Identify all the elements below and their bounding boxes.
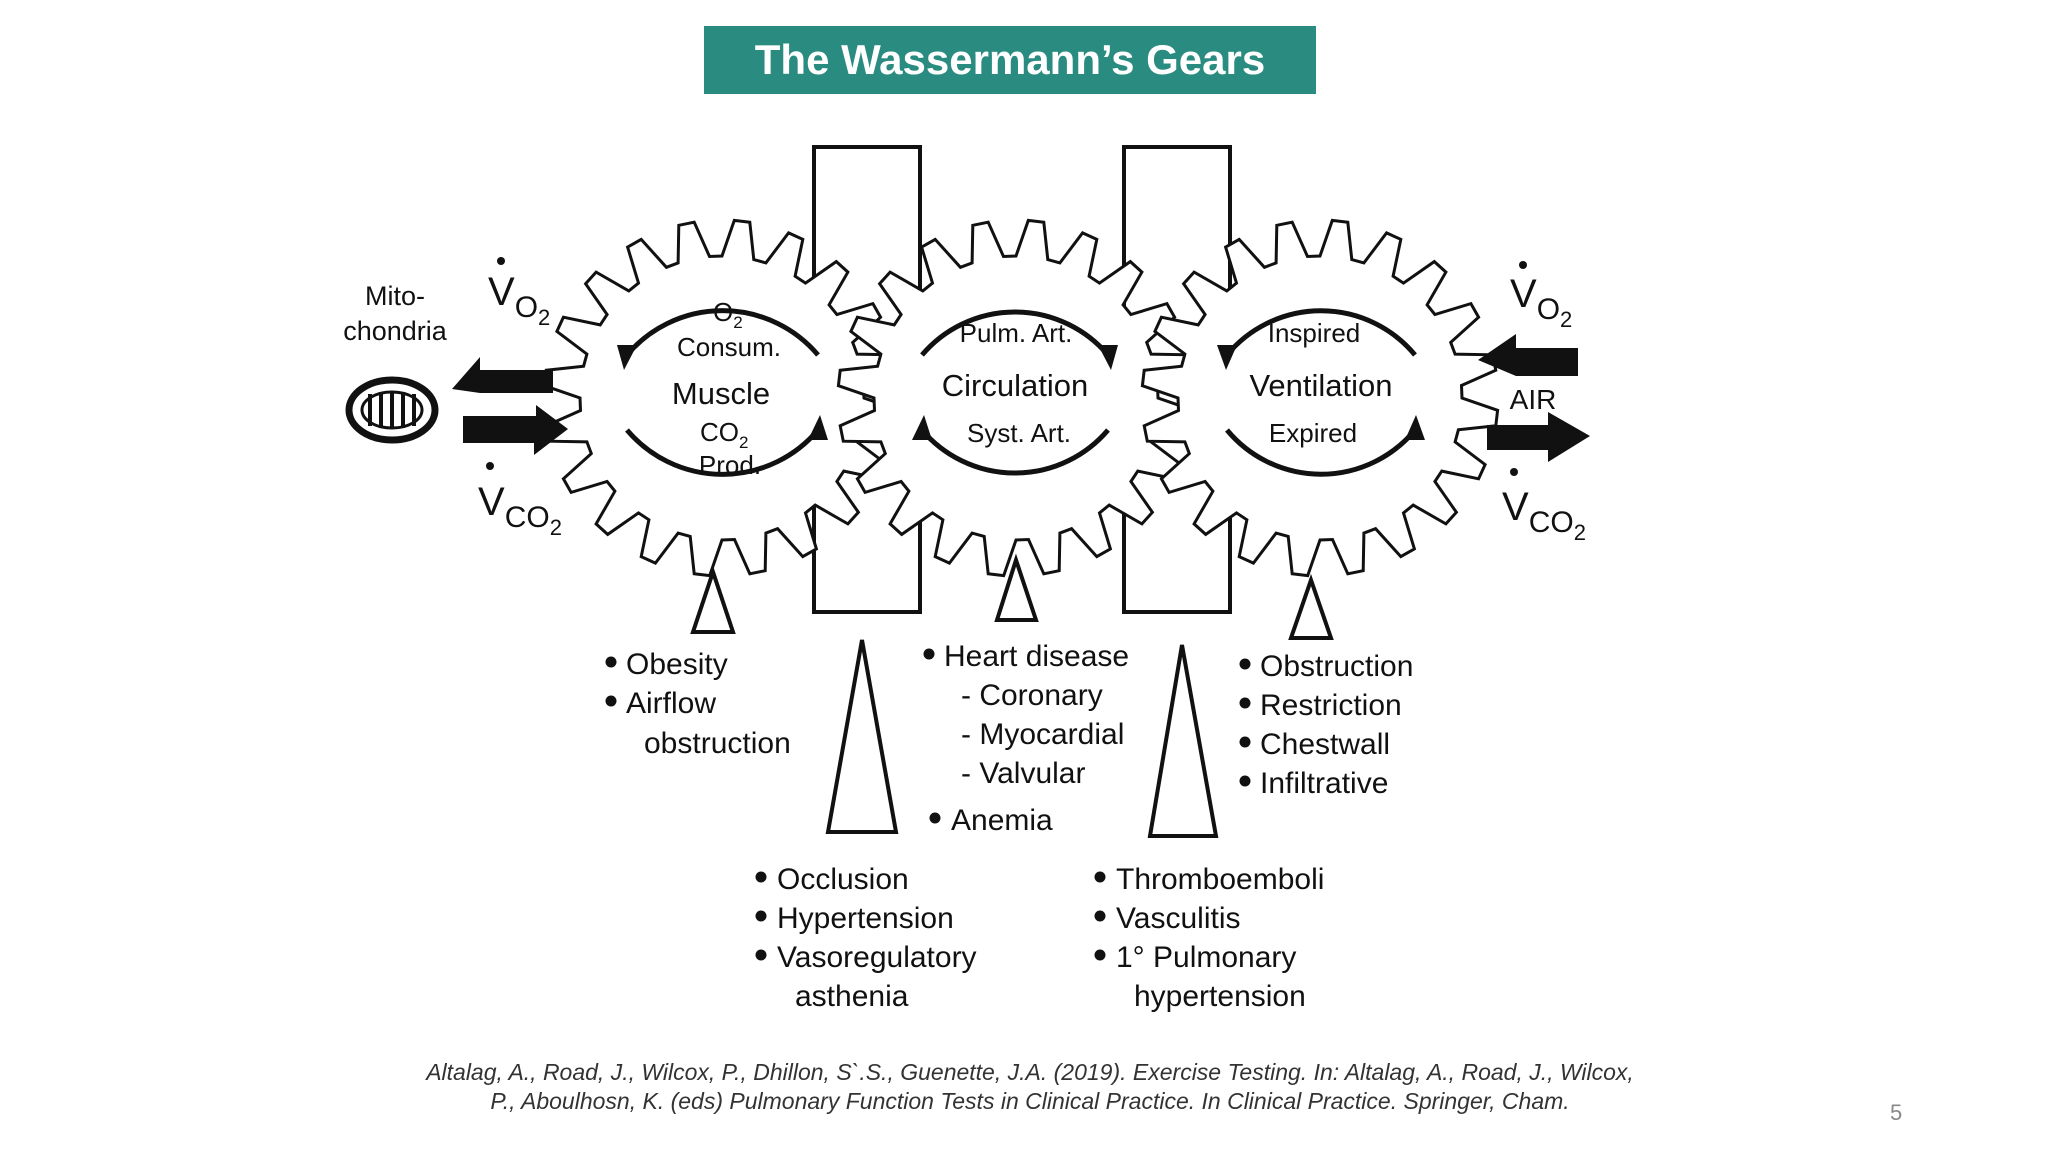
ventilation-inspired: Inspired <box>1268 318 1361 348</box>
right-arrow-inward <box>1478 334 1578 376</box>
muscle-co2: CO2 <box>700 417 748 452</box>
muscle-arrowhead-right <box>808 415 828 440</box>
list-item: - Valvular <box>961 757 1085 790</box>
gear-outline <box>836 218 1196 578</box>
list-item: Airflow <box>626 687 716 720</box>
left-arrow-inward <box>452 357 553 393</box>
muscle-top-arc <box>625 308 820 357</box>
circulation-syst: Syst. Art. <box>967 418 1071 448</box>
muscle-arrowhead-left <box>617 345 637 370</box>
heart-disease-list: Heart disease - Coronary - Myocardial - … <box>923 640 1129 837</box>
left-vo2: VO2 <box>488 270 550 330</box>
circulation-arrowhead-left <box>912 415 932 440</box>
list-item: - Coronary <box>961 679 1103 712</box>
gear-outline <box>542 218 902 578</box>
mito-label-1: Mito- <box>365 281 425 311</box>
tall-triangle-systemic <box>825 639 899 834</box>
systemic-vascular-list: Occlusion Hypertension Vasoregulatory as… <box>755 863 977 1013</box>
list-item: - Myocardial <box>961 718 1124 751</box>
muscle-gear <box>542 218 902 578</box>
circulation-name: Circulation <box>942 368 1088 403</box>
circulation-gear <box>836 218 1196 578</box>
list-item: Anemia <box>951 804 1053 837</box>
triangle-ventilation <box>1288 573 1334 640</box>
muscle-prod: Prod. <box>699 450 761 480</box>
title-banner: The Wassermann’s Gears <box>704 26 1316 94</box>
left-vo2-dot <box>497 257 505 265</box>
circulation-top-arc <box>920 309 1110 357</box>
triangle-muscle <box>690 565 736 634</box>
muscle-name: Muscle <box>672 376 770 411</box>
right-vo2: VO2 <box>1510 272 1572 332</box>
right-arrow-outward <box>1487 412 1590 462</box>
list-item: Infiltrative <box>1260 767 1388 800</box>
list-item: Occlusion <box>777 863 909 896</box>
right-vco2: VCO2 <box>1502 485 1586 545</box>
list-item: Hypertension <box>777 902 954 935</box>
list-item: Heart disease <box>944 640 1129 673</box>
ventilation-arrowhead-left <box>1217 345 1237 370</box>
ventilation-top-arc <box>1225 308 1417 357</box>
right-vco2-dot <box>1510 468 1518 476</box>
lung-disease-list: Obstruction Restriction Chestwall Infilt… <box>1239 650 1413 800</box>
mitochondria-icon <box>345 376 439 444</box>
pulmonary-vascular-list: Thromboemboli Vasculitis 1° Pulmonary hy… <box>1094 863 1324 1013</box>
ventilation-gear <box>1140 218 1500 578</box>
circulation-arrowhead-right <box>1098 345 1118 370</box>
left-arrow-outward <box>463 405 568 455</box>
ventilation-arrowhead-right <box>1405 415 1425 440</box>
ventilation-expired: Expired <box>1269 418 1357 448</box>
list-item: Vasoregulatory <box>777 941 977 974</box>
list-item: 1° Pulmonary <box>1116 941 1296 974</box>
list-item: Restriction <box>1260 689 1402 722</box>
gear-outline <box>1140 218 1500 578</box>
muscle-disease-list: Obesity Airflow obstruction <box>605 648 791 760</box>
mito-label-2: chondria <box>343 316 448 346</box>
muscle-consum: Consum. <box>677 332 781 362</box>
list-item: asthenia <box>795 980 909 1013</box>
citation-line-1: Altalag, A., Road, J., Wilcox, P., Dhill… <box>426 1059 1634 1085</box>
list-item: Thromboemboli <box>1116 863 1324 896</box>
list-item: Chestwall <box>1260 728 1390 761</box>
list-item: hypertension <box>1134 980 1306 1013</box>
right-vo2-dot <box>1519 261 1527 269</box>
muscle-bottom-arc <box>625 428 820 477</box>
list-item: Obstruction <box>1260 650 1413 683</box>
circulation-pulm: Pulm. Art. <box>960 318 1073 348</box>
muscle-o2: O2 <box>713 297 743 332</box>
circulation-bottom-arc <box>920 428 1110 476</box>
citation-line-2: P., Aboulhosn, K. (eds) Pulmonary Functi… <box>490 1088 1570 1114</box>
tall-triangle-pulmonary <box>1147 644 1219 838</box>
list-item: Obesity <box>626 648 728 681</box>
ventilation-bottom-arc <box>1225 428 1417 477</box>
ventilation-name: Ventilation <box>1249 368 1392 403</box>
citation: Altalag, A., Road, J., Wilcox, P., Dhill… <box>330 1058 1730 1116</box>
slide-title: The Wassermann’s Gears <box>754 36 1266 83</box>
list-item: Vasculitis <box>1116 902 1240 935</box>
page-number: 5 <box>1890 1100 1903 1125</box>
left-vco2-dot <box>486 462 494 470</box>
left-vco2: VCO2 <box>478 480 562 540</box>
air-label: AIR <box>1510 384 1557 415</box>
list-item: obstruction <box>644 727 791 760</box>
triangle-circulation <box>994 553 1039 622</box>
